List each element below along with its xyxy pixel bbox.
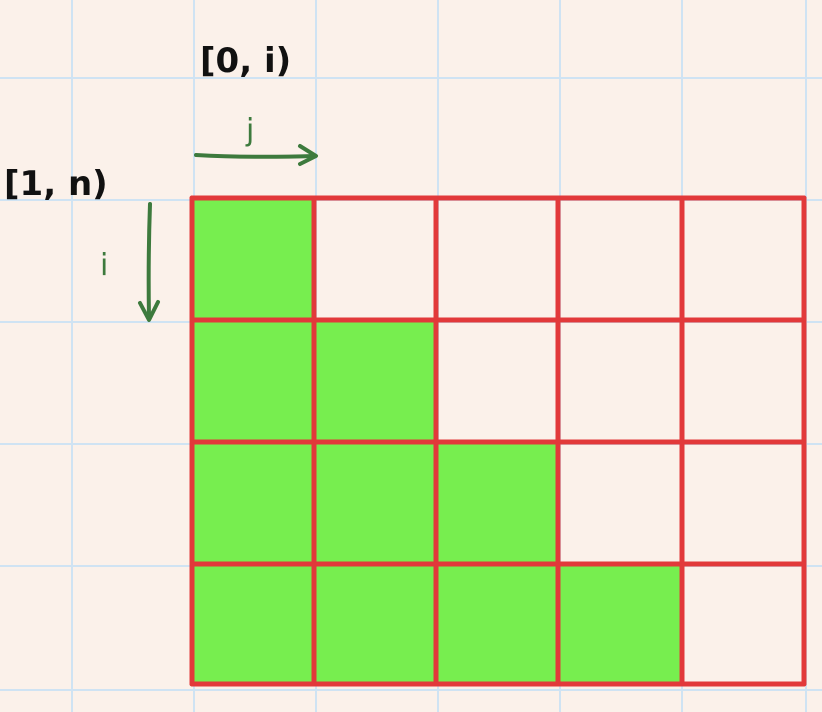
filled-cell	[436, 442, 558, 564]
filled-cell	[436, 564, 558, 684]
empty-cell	[682, 198, 804, 320]
empty-cell	[436, 320, 558, 442]
empty-cell	[558, 198, 682, 320]
empty-cell	[682, 564, 804, 684]
filled-cell	[192, 198, 314, 320]
empty-cell	[436, 198, 558, 320]
empty-cell	[558, 320, 682, 442]
col-range-label: [0, i)	[200, 41, 291, 81]
col-arrow	[194, 144, 318, 166]
empty-cell	[682, 320, 804, 442]
filled-cell	[192, 442, 314, 564]
filled-cell	[314, 564, 436, 684]
filled-cell	[192, 564, 314, 684]
row-range-label: [1, n)	[4, 164, 108, 204]
table-lines	[189, 195, 807, 687]
filled-cell	[192, 320, 314, 442]
row-var-label: i	[100, 248, 108, 283]
row-arrow	[138, 202, 160, 322]
filled-cell	[558, 564, 682, 684]
empty-cell	[558, 442, 682, 564]
empty-cell	[314, 198, 436, 320]
filled-cell	[314, 320, 436, 442]
filled-cell	[314, 442, 436, 564]
table-cells	[192, 198, 804, 684]
col-var-label: j	[245, 113, 254, 148]
empty-cell	[682, 442, 804, 564]
